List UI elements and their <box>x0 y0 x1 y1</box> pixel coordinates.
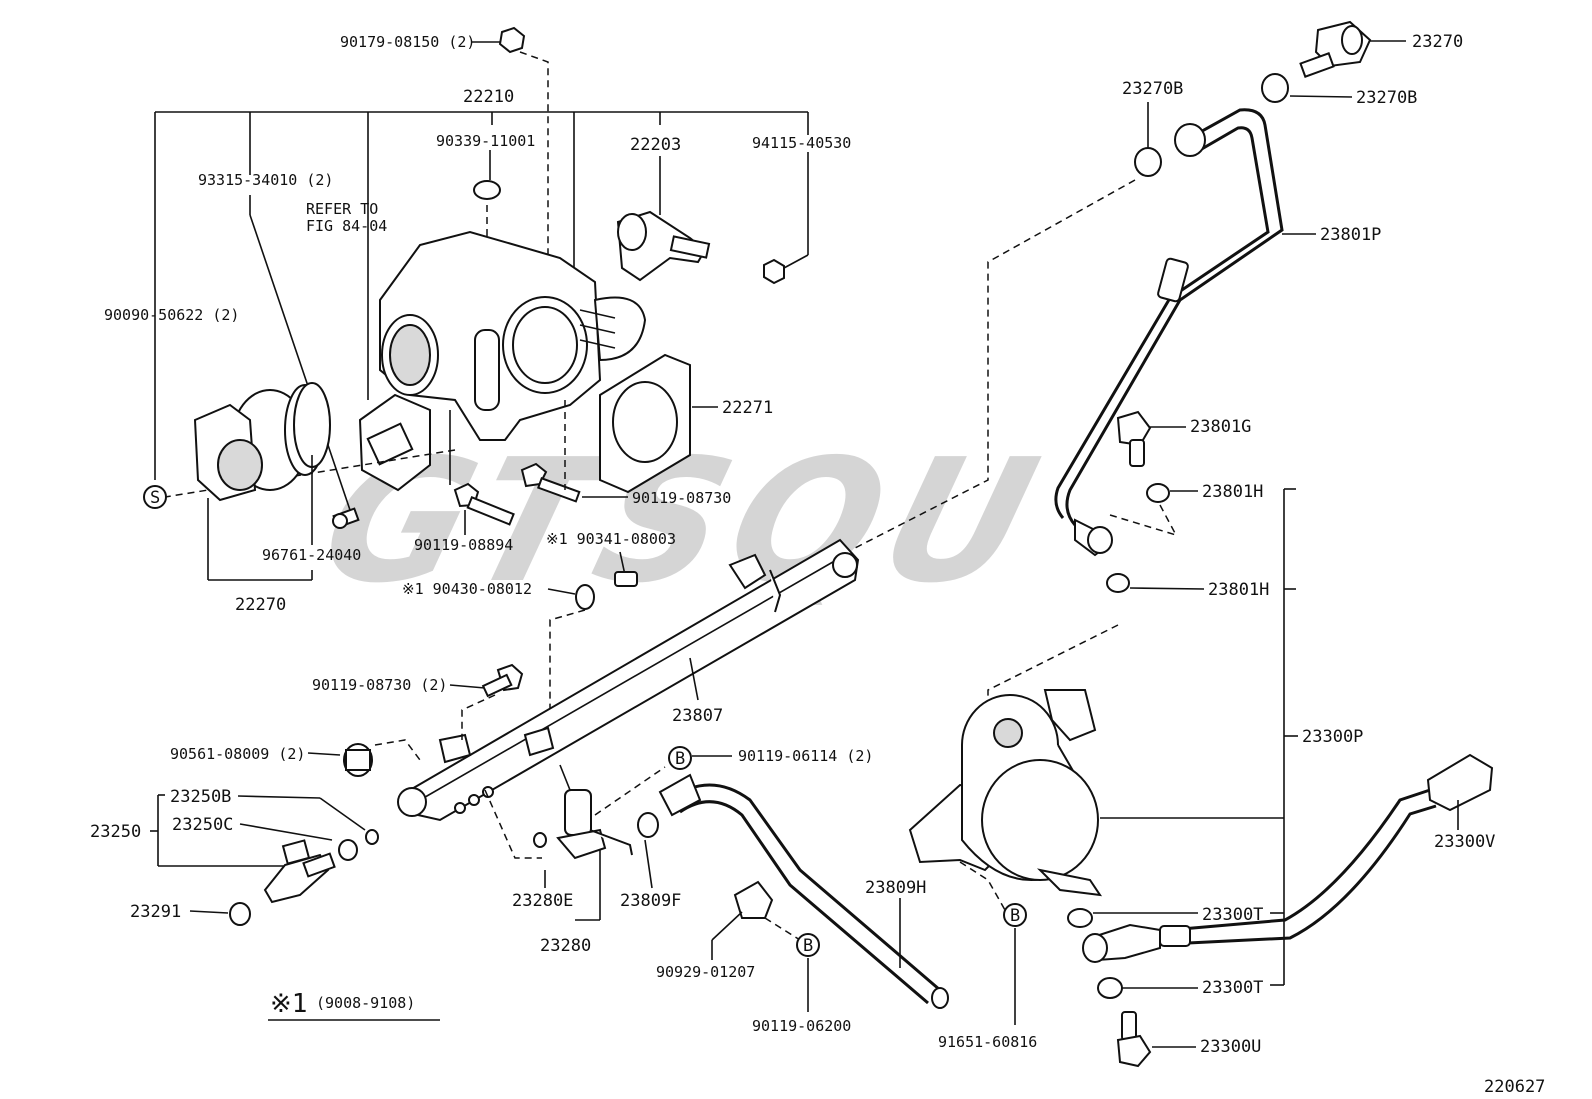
label-90430-08012: ※1 90430-08012 <box>402 580 532 598</box>
label-90119-08730: 90119-08730 <box>632 489 731 507</box>
label-23801P: 23801P <box>1320 225 1381 245</box>
union-23270 <box>1299 20 1372 78</box>
marker-b-1 <box>668 746 692 770</box>
o-ring-96761 <box>293 382 331 468</box>
footnote-mark: ※1 <box>270 989 307 1019</box>
label-90929-01207: 90929-01207 <box>656 963 755 981</box>
union-bolt-23801G <box>1116 410 1152 467</box>
label-90119-06200: 90119-06200 <box>752 1017 851 1035</box>
label-23300V: 23300V <box>1434 832 1495 852</box>
gasket-90430 <box>575 584 595 610</box>
footnote-range: (9008-9108) <box>316 994 415 1012</box>
label-23250B: 23250B <box>170 787 231 807</box>
union-bolt-23300U <box>1116 1011 1152 1068</box>
gasket-23300T-2 <box>1097 977 1123 999</box>
screw-93315 <box>332 507 360 529</box>
label-23801H-1: 23801H <box>1202 482 1263 502</box>
label-90119-08894: 90119-08894 <box>414 536 513 554</box>
throttle-body-22210 <box>379 230 647 441</box>
label-23270B-top: 23270B <box>1356 88 1417 108</box>
fuel-hose-23809H <box>658 773 949 1009</box>
label-22203: 22203 <box>630 135 681 155</box>
insulator-23250C <box>338 839 358 861</box>
label-22210: 22210 <box>463 87 514 107</box>
o-ring-23250B <box>365 829 379 845</box>
bracket-22210 <box>154 111 809 480</box>
gasket-23270B-top <box>1261 73 1289 103</box>
gasket-23801H-2 <box>1106 573 1130 593</box>
label-23801H-2: 23801H <box>1208 580 1269 600</box>
diagram-id: 220627 <box>1484 1077 1545 1097</box>
label-23300T-1: 23300T <box>1202 905 1263 925</box>
label-23280: 23280 <box>540 936 591 956</box>
label-90090-50622: 90090-50622 (2) <box>104 306 239 324</box>
label-23809H: 23809H <box>865 878 926 898</box>
gasket-23801H-1 <box>1146 483 1170 503</box>
label-23300P: 23300P <box>1302 727 1363 747</box>
pressure-regulator-23280 <box>556 764 633 860</box>
label-94115-40530: 94115-40530 <box>752 134 851 152</box>
bolt-90119-08894 <box>453 482 515 526</box>
marker-b-2-text: B <box>803 936 813 956</box>
clip-23809F <box>637 812 659 838</box>
label-96761-24040: 96761-24040 <box>262 546 361 564</box>
nut-94115 <box>763 258 785 285</box>
gasket-23300T-1 <box>1067 908 1093 928</box>
label-23270: 23270 <box>1412 32 1463 52</box>
label-90339-11001: 90339-11001 <box>436 132 535 150</box>
fuel-pipe-23801P <box>1054 108 1284 557</box>
fuel-filter-23300 <box>908 689 1103 897</box>
label-23270B-left: 23270B <box>1122 79 1183 99</box>
collar-90561 <box>343 743 373 777</box>
refer-to-line2: FIG 84-04 <box>306 217 387 235</box>
flange-nut-90179 <box>498 26 526 54</box>
label-90341-08003: ※1 90341-08003 <box>546 530 676 548</box>
seal-23291 <box>229 902 251 926</box>
label-23291: 23291 <box>130 902 181 922</box>
marker-b-1-text: B <box>675 749 685 769</box>
label-23250C: 23250C <box>172 815 233 835</box>
bolt-90341 <box>614 571 638 587</box>
label-23300U: 23300U <box>1200 1037 1261 1057</box>
label-23280E: 23280E <box>512 891 573 911</box>
label-23801G: 23801G <box>1190 417 1251 437</box>
label-23807: 23807 <box>672 706 723 726</box>
marker-b-3-text: B <box>1010 906 1020 926</box>
marker-s-text: S <box>150 488 160 508</box>
gasket-23270B-left <box>1134 147 1162 177</box>
label-22271: 22271 <box>722 398 773 418</box>
refer-to-line1: REFER TO <box>306 200 378 218</box>
fuel-injector-23250 <box>263 839 336 904</box>
fuel-hose-23300V <box>1082 753 1494 963</box>
label-91651-60816: 91651-60816 <box>938 1033 1037 1051</box>
label-22270: 22270 <box>235 595 286 615</box>
label-90179-08150: 90179-08150 (2) <box>340 33 475 51</box>
plug-90339 <box>473 180 501 200</box>
marker-s <box>143 485 167 509</box>
marker-b-3 <box>1003 903 1027 927</box>
marker-b-2 <box>796 933 820 957</box>
bolt-90119-08730 <box>520 462 581 503</box>
bolt-90119-08730-2 <box>481 663 524 698</box>
gasket-22271 <box>599 353 691 494</box>
label-23809F: 23809F <box>620 891 681 911</box>
label-93315-34010: 93315-34010 (2) <box>198 171 333 189</box>
fuel-delivery-pipe-23807 <box>397 538 860 822</box>
o-ring-23280E <box>533 832 547 848</box>
label-23250: 23250 <box>90 822 141 842</box>
label-90561-08009: 90561-08009 (2) <box>170 745 305 763</box>
throttle-position-sensor <box>358 393 431 492</box>
label-23300T-2: 23300T <box>1202 978 1263 998</box>
label-90119-06114: 90119-06114 (2) <box>738 747 873 765</box>
label-90119-08730-2: 90119-08730 (2) <box>312 676 447 694</box>
idle-speed-valve-22203 <box>616 210 711 282</box>
